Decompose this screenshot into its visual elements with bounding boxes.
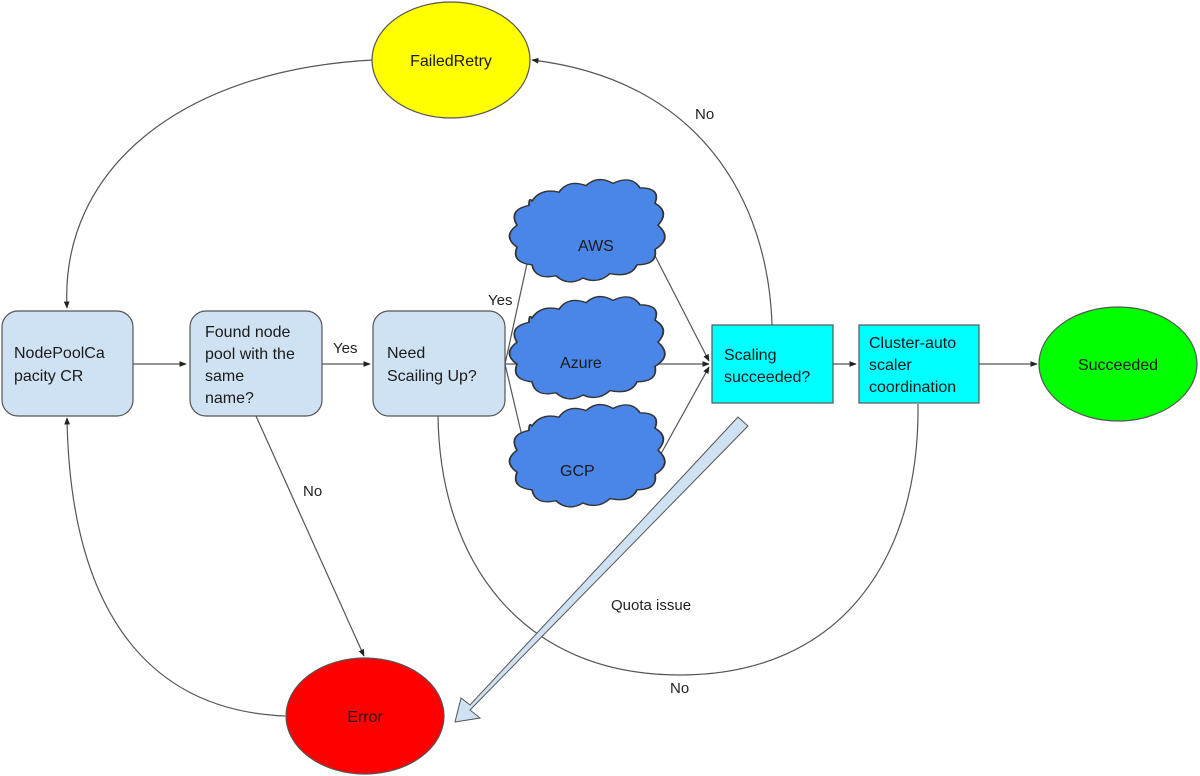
edge-need-to-aws — [504, 249, 532, 365]
node-found-node-pool[interactable]: Found node pool with the same name? — [189, 310, 323, 417]
node-succeeded-label: Succeeded — [1078, 357, 1158, 374]
node-nodepool-cr[interactable]: NodePoolCa pacity CR — [1, 310, 134, 417]
node-error[interactable]: Error — [285, 657, 445, 775]
node-succeeded[interactable]: Succeeded — [1038, 306, 1198, 422]
node-found-line-3: same — [205, 368, 244, 385]
node-scaling-succeeded[interactable]: Scaling succeeded? — [711, 324, 834, 404]
node-scaling-line-1: Scaling — [724, 347, 776, 364]
node-failed-retry-label: FailedRetry — [410, 53, 492, 70]
node-cluster-line-1: Cluster-auto — [869, 335, 956, 352]
node-aws[interactable]: AWS — [508, 178, 666, 283]
node-found-line-4: name? — [205, 390, 254, 407]
edge-failedretry-to-nodepool — [63, 59, 374, 309]
node-cluster-autoscaler[interactable]: Cluster-auto scaler coordination — [858, 324, 980, 404]
edge-label-found-no: No — [303, 483, 322, 500]
node-scaling-line-2: succeeded? — [724, 369, 810, 386]
edge-error-to-nodepool — [64, 417, 286, 717]
node-azure[interactable]: Azure — [508, 295, 666, 400]
quota-issue-arrow — [454, 416, 749, 723]
node-gcp-label: GCP — [560, 463, 595, 480]
edge-found-to-error — [255, 415, 365, 657]
edge-scaling-to-failedretry — [531, 57, 773, 326]
node-need-line-1: Need — [387, 345, 425, 362]
node-found-line-2: pool with the — [205, 346, 295, 363]
edge-aws-to-scaling — [651, 249, 710, 362]
node-found-line-1: Found node — [205, 324, 291, 341]
edge-label-cluster-no: No — [670, 680, 689, 697]
node-azure-label: Azure — [560, 355, 602, 372]
edge-label-need-yes: Yes — [488, 292, 512, 309]
node-need-line-2: Scailing Up? — [387, 368, 477, 385]
node-gcp[interactable]: GCP — [508, 403, 666, 508]
node-need-scaling[interactable]: Need Scailing Up? — [372, 310, 506, 417]
node-cluster-line-2: scaler — [869, 357, 912, 374]
node-error-label: Error — [347, 709, 383, 726]
edge-cluster-no-arc — [437, 403, 919, 676]
node-aws-label: AWS — [578, 238, 614, 255]
node-cluster-line-3: coordination — [869, 379, 956, 396]
node-nodepool-cr-line-1: NodePoolCa — [14, 345, 105, 362]
node-nodepool-cr-line-2: pacity CR — [14, 368, 83, 385]
node-failed-retry[interactable]: FailedRetry — [371, 1, 531, 119]
edge-label-found-yes: Yes — [333, 340, 357, 357]
edge-label-retry-no: No — [695, 106, 714, 123]
edge-label-quota-issue: Quota issue — [611, 597, 691, 614]
